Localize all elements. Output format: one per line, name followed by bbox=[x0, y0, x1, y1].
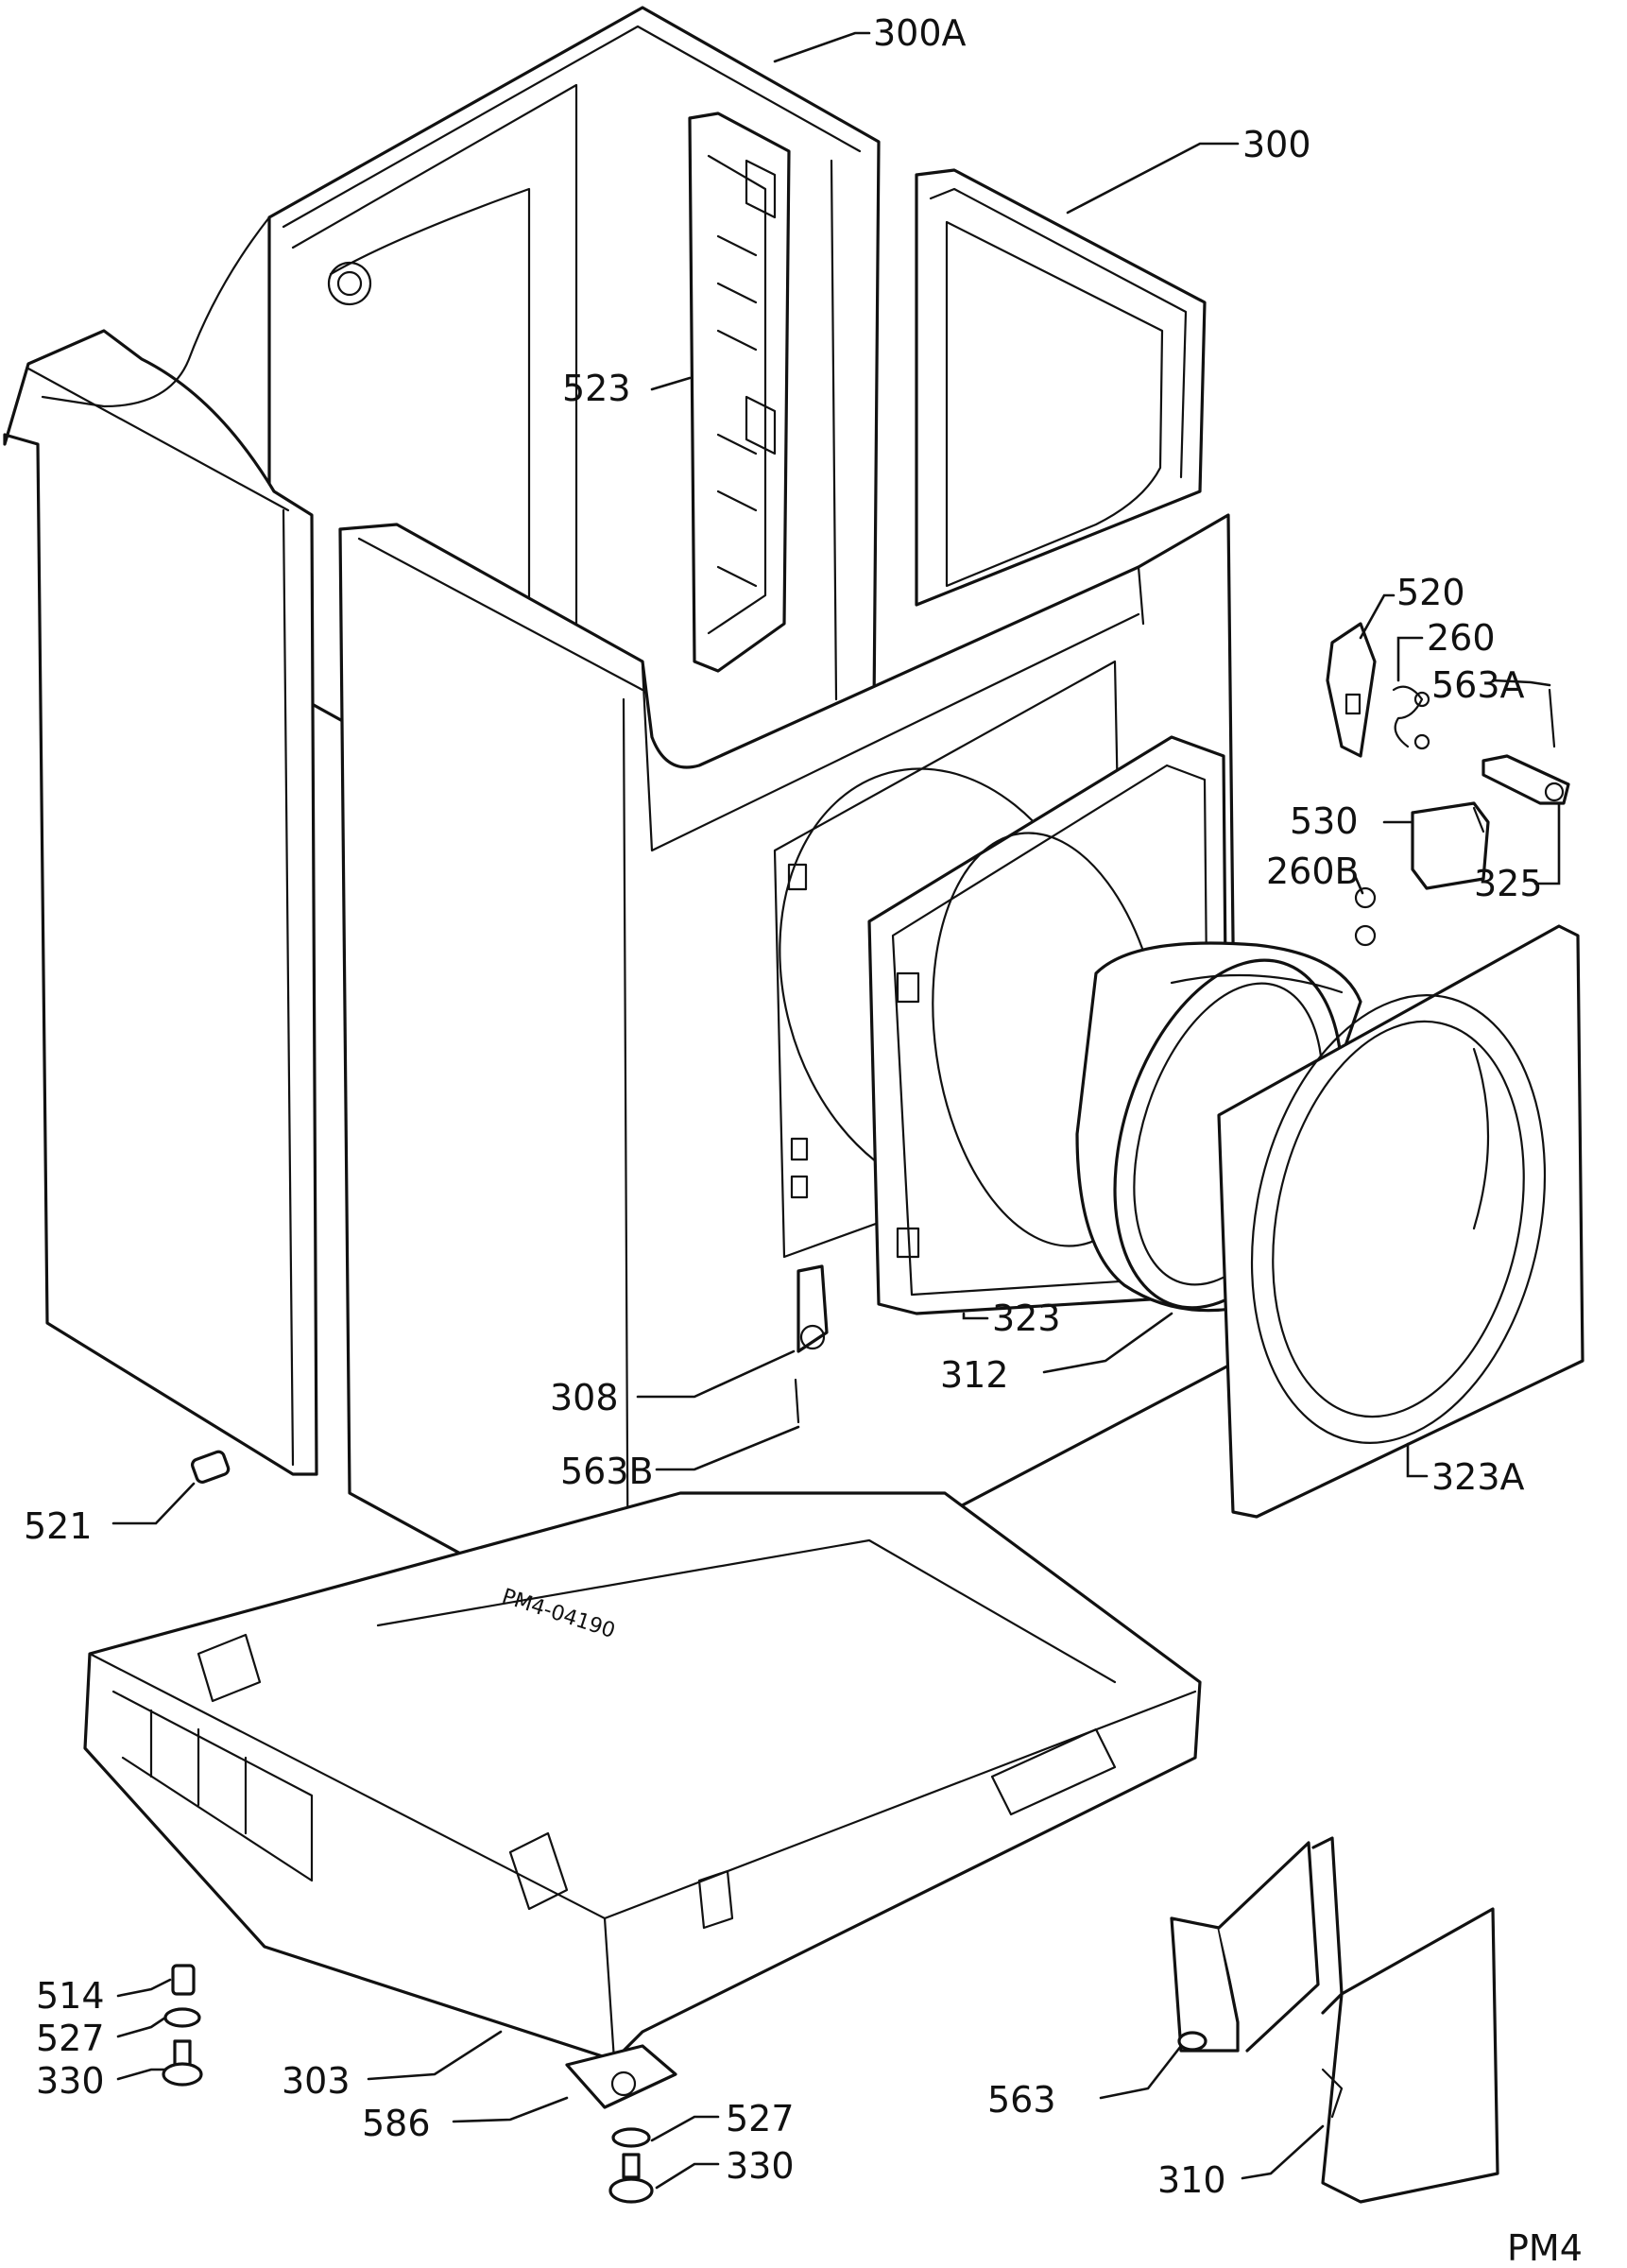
lever-325 bbox=[1481, 754, 1570, 805]
label-523: 523 bbox=[562, 368, 631, 409]
label-308: 308 bbox=[550, 1377, 619, 1418]
label-323A: 323A bbox=[1431, 1456, 1525, 1498]
label-260: 260 bbox=[1427, 617, 1496, 659]
foot-527-330-right bbox=[608, 2127, 654, 2204]
label-586: 586 bbox=[362, 2103, 431, 2144]
label-260B: 260B bbox=[1266, 850, 1360, 892]
label-563A: 563A bbox=[1431, 664, 1525, 706]
spring-260B bbox=[1354, 886, 1377, 947]
label-527-right: 527 bbox=[726, 2098, 795, 2139]
label-310: 310 bbox=[1157, 2159, 1226, 2201]
callout-labels: 300A 300 523 520 260 563A 530 260B 325 3… bbox=[24, 12, 1583, 2268]
spring-260 bbox=[1392, 685, 1430, 750]
pin-563A bbox=[1548, 688, 1556, 748]
lock-cover-520 bbox=[1326, 622, 1377, 758]
latch-530 bbox=[1411, 801, 1490, 890]
label-530: 530 bbox=[1290, 800, 1359, 842]
label-300A: 300A bbox=[873, 12, 967, 54]
label-312: 312 bbox=[940, 1354, 1009, 1396]
pin-563B bbox=[794, 1378, 800, 1424]
leader-lines bbox=[111, 31, 1561, 2190]
left-side-panel bbox=[3, 215, 372, 1476]
label-330-right: 330 bbox=[726, 2145, 795, 2187]
label-303: 303 bbox=[282, 2060, 351, 2102]
label-514: 514 bbox=[36, 1975, 105, 2017]
screw-563 bbox=[1177, 2031, 1207, 2052]
label-330-left: 330 bbox=[36, 2060, 105, 2102]
foot-514-527-330-left bbox=[162, 1964, 203, 2087]
label-563: 563 bbox=[987, 2079, 1056, 2121]
rail-523 bbox=[688, 112, 791, 673]
side-panel-300 bbox=[915, 168, 1207, 607]
plinth-cover-310 bbox=[1170, 1836, 1499, 2204]
label-520: 520 bbox=[1396, 572, 1465, 613]
base-frame-303 bbox=[83, 1491, 1202, 2062]
label-325: 325 bbox=[1474, 863, 1543, 904]
label-521: 521 bbox=[24, 1505, 93, 1547]
bracket-586 bbox=[565, 2044, 677, 2109]
hinge-308 bbox=[796, 1264, 829, 1353]
label-323: 323 bbox=[992, 1297, 1061, 1339]
label-527-left: 527 bbox=[36, 2018, 105, 2059]
page-code: PM4 bbox=[1507, 2227, 1583, 2268]
screw-521 bbox=[191, 1450, 231, 1484]
label-300: 300 bbox=[1242, 124, 1311, 165]
front-bezel-323A bbox=[1217, 924, 1584, 1519]
label-563B: 563B bbox=[560, 1451, 654, 1492]
